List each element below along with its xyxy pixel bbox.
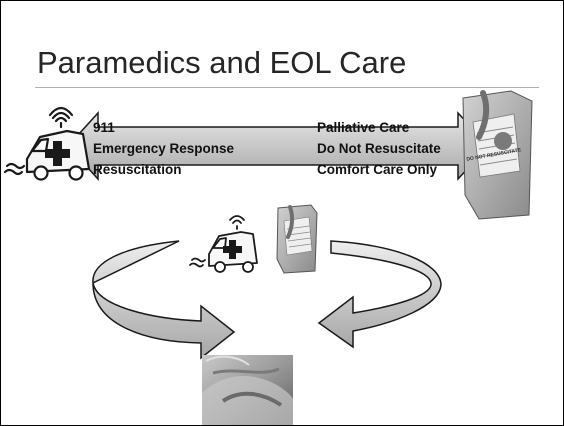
slide-title: Paramedics and EOL Care	[37, 45, 407, 80]
cycle-arrow-left	[92, 240, 236, 360]
dnr-form-photo: DO NOT RESUSCITATE	[462, 90, 533, 220]
arrow-right-label-1: Palliative Care	[317, 120, 410, 135]
arrow-left-label-1: 911	[93, 120, 115, 135]
arrow-left-label-2: Emergency Response	[93, 141, 235, 156]
dnr-form-photo	[276, 204, 318, 274]
holding-hands-photo	[202, 355, 293, 425]
arrow-left-label-3: Resuscitation	[93, 162, 182, 177]
title-divider	[35, 87, 539, 88]
arrow-right-label-2: Do Not Resuscitate	[317, 141, 441, 156]
arrow-right-label-3: Comfort Care Only	[317, 162, 438, 177]
ambulance-icon	[3, 106, 91, 181]
ambulance-icon	[189, 215, 258, 273]
cycle-arrow-right	[317, 240, 442, 349]
